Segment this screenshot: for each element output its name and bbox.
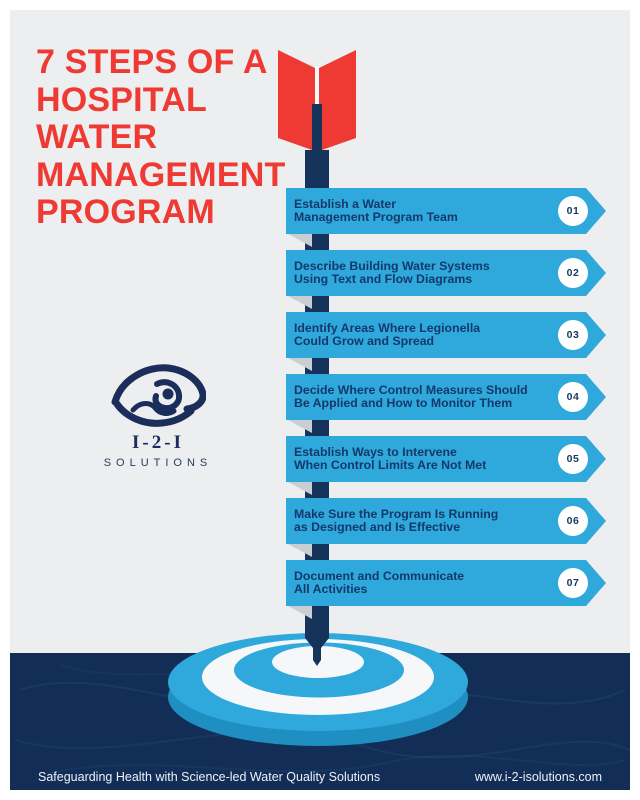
logo-subtitle: SOLUTIONS [103,457,213,469]
step-banner-6: Make Sure the Program Is Running as Desi… [286,498,606,544]
step-text: Be Applied and How to Monitor Them [294,396,513,410]
step-text: Management Program Team [294,210,458,224]
footer-website: www.i-2-isolutions.com [474,770,602,784]
step-number-badge: 04 [558,382,588,412]
poster-canvas: 7 STEPS OF A HOSPITAL WATER MANAGEMENT P… [10,10,630,790]
step-number-badge: 07 [558,568,588,598]
step-banner-1: Establish a Water Management Program Tea… [286,188,606,234]
step-banner-5: Establish Ways to Intervene When Control… [286,436,606,482]
step-text: Using Text and Flow Diagrams [294,272,473,286]
artwork-layer [10,50,630,790]
step-banner-4: Decide Where Control Measures Should Be … [286,374,606,420]
step-text: Describe Building Water Systems [294,258,490,273]
step-text: Decide Where Control Measures Should [294,382,528,397]
logo-name: I-2-I [132,432,184,453]
step-banner-3: Identify Areas Where Legionella Could Gr… [286,312,606,358]
step-text: Establish Ways to Intervene [294,444,457,459]
dart-fletch-right [319,50,356,151]
step-banner-7: Document and Communicate All Activities … [286,560,606,606]
step-text: Could Grow and Spread [294,334,435,348]
step-text: Document and Communicate [294,568,465,583]
step-number-badge: 02 [558,258,588,288]
footer-tagline: Safeguarding Health with Science-led Wat… [38,770,381,784]
title-line: MANAGEMENT [36,155,286,194]
company-logo: I-2-I SOLUTIONS [88,362,228,469]
step-text: Establish a Water [294,196,397,211]
step-text: When Control Limits Are Not Met [294,458,487,472]
step-number-badge: 03 [558,320,588,350]
eye-icon [111,364,206,427]
page-title: 7 STEPS OF A HOSPITAL WATER MANAGEMENT P… [36,43,286,232]
step-text: as Designed and Is Effective [294,520,461,534]
title-line: 7 STEPS OF A [36,43,268,81]
step-text: Make Sure the Program Is Running [294,506,499,521]
step-text: Identify Areas Where Legionella [294,320,481,335]
title-line: WATER [36,118,158,156]
dart-fletch-left [278,50,315,151]
title-line: HOSPITAL [36,80,207,119]
footer: Safeguarding Health with Science-led Wat… [10,765,630,789]
step-number-badge: 01 [558,196,588,226]
step-text: All Activities [294,582,368,596]
step-banner-2: Describe Building Water Systems Using Te… [286,250,606,296]
title-line: PROGRAM [36,193,215,231]
step-number-badge: 05 [558,444,588,474]
step-number-badge: 06 [558,506,588,536]
